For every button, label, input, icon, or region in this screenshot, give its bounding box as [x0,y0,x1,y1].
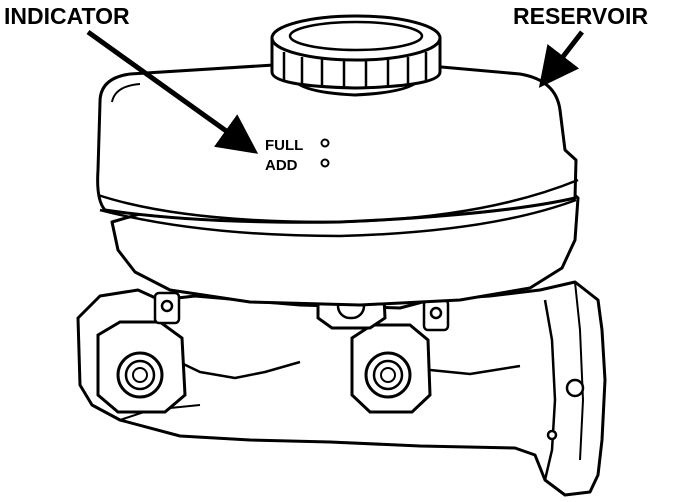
reservoir-cap [270,14,442,97]
add-mark-dot [320,158,330,168]
mounting-bosses [153,291,585,441]
reservoir [96,62,580,307]
left-outlet-port [96,320,187,414]
full-mark-dot [320,138,330,148]
fluid-level-markings: FULL ADD [265,137,330,174]
center-outlet-port [350,323,432,414]
reservoir-callout-label: RESERVOIR [513,3,648,29]
indicator-leader-arrow [86,29,259,154]
full-label: FULL [265,137,303,154]
reservoir-leader-arrow [538,30,584,88]
add-label: ADD [265,157,298,174]
indicator-callout-label: INDICATOR [4,3,130,29]
